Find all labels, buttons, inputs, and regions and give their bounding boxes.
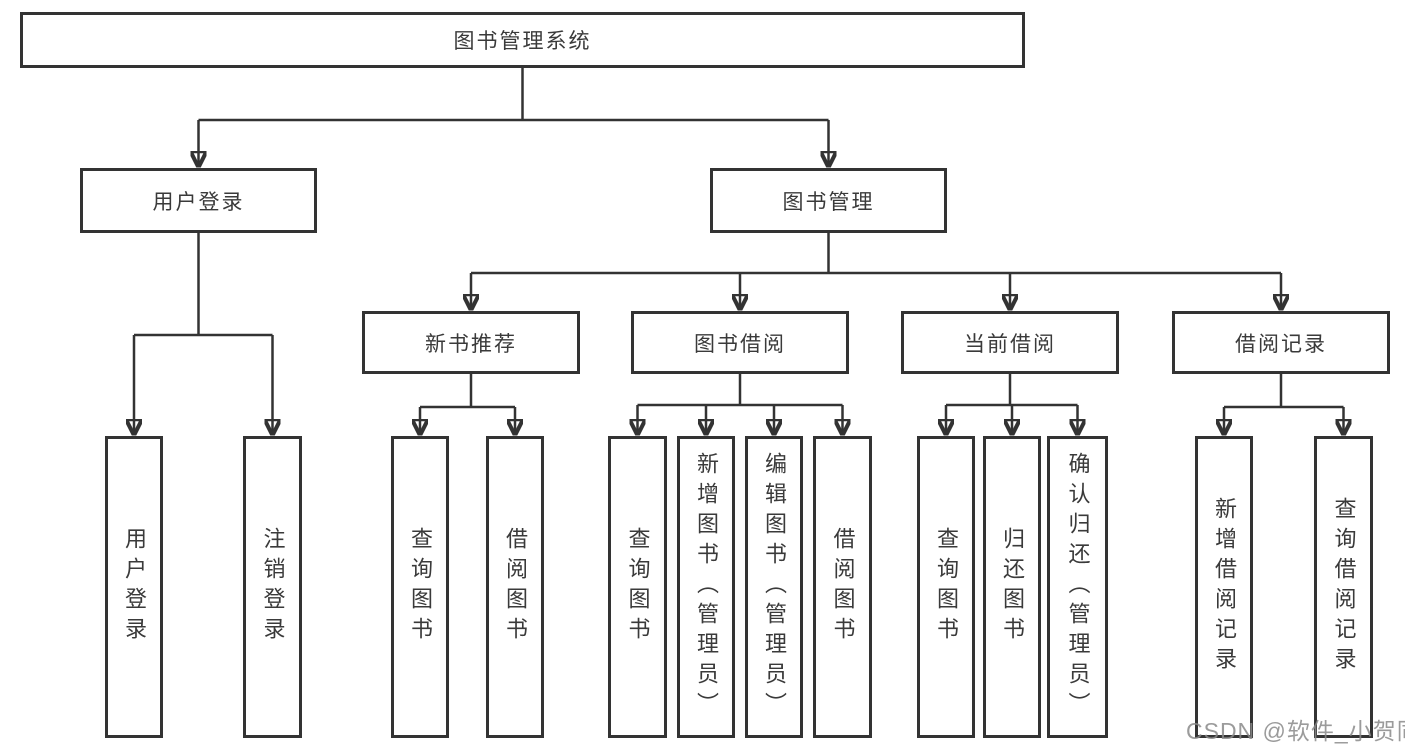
leaf-query-books-recommend: 查询图书 <box>391 436 449 738</box>
root-node-label: 图书管理系统 <box>453 30 592 53</box>
leaf-confirm-return-admin-label: 确认归还（管理员） <box>1065 452 1091 722</box>
leaf-borrow-books-label: 借阅图书 <box>830 527 856 647</box>
leaf-query-books-recommend-label: 查询图书 <box>408 527 433 647</box>
leaf-user-login-label: 用户登录 <box>122 527 147 647</box>
leaf-add-borrow-record-label: 新增借阅记录 <box>1212 497 1237 677</box>
leaf-query-borrow-record: 查询借阅记录 <box>1314 436 1373 738</box>
leaf-edit-books-admin-label: 编辑图书（管理员） <box>762 452 787 722</box>
node-book-borrow: 图书借阅 <box>631 311 849 374</box>
node-borrow-records: 借阅记录 <box>1172 311 1390 374</box>
leaf-return-books-label: 归还图书 <box>1000 527 1025 647</box>
leaf-add-books-admin: 新增图书（管理员） <box>677 436 735 738</box>
leaf-borrow-books-recommend: 借阅图书 <box>486 436 544 738</box>
node-current-borrow-label: 当前借阅 <box>964 332 1056 356</box>
leaf-confirm-return-admin: 确认归还（管理员） <box>1047 436 1108 738</box>
leaf-add-borrow-record: 新增借阅记录 <box>1195 436 1253 738</box>
leaf-query-books-borrow: 查询图书 <box>608 436 667 738</box>
root-node-library-system: 图书管理系统 <box>20 12 1025 68</box>
node-user-login: 用户登录 <box>80 168 317 233</box>
node-borrow-records-label: 借阅记录 <box>1235 332 1327 356</box>
leaf-query-books-current-label: 查询图书 <box>934 527 959 647</box>
node-new-book-recommend-label: 新书推荐 <box>425 332 517 356</box>
node-book-management: 图书管理 <box>710 168 947 233</box>
node-current-borrow: 当前借阅 <box>901 311 1119 374</box>
leaf-return-books: 归还图书 <box>983 436 1041 738</box>
leaf-borrow-books-recommend-label: 借阅图书 <box>503 527 528 647</box>
node-book-management-label: 图书管理 <box>782 190 875 214</box>
leaf-edit-books-admin: 编辑图书（管理员） <box>745 436 803 738</box>
node-book-borrow-label: 图书借阅 <box>694 332 786 356</box>
node-user-login-label: 用户登录 <box>152 190 245 214</box>
leaf-query-borrow-record-label: 查询借阅记录 <box>1331 497 1357 677</box>
leaf-user-login: 用户登录 <box>105 436 163 738</box>
leaf-logout-login: 注销登录 <box>243 436 302 738</box>
leaf-borrow-books: 借阅图书 <box>813 436 872 738</box>
leaf-logout-login-label: 注销登录 <box>260 527 286 647</box>
node-new-book-recommend: 新书推荐 <box>362 311 580 374</box>
leaf-query-books-current: 查询图书 <box>917 436 975 738</box>
csdn-watermark: CSDN @软件_小贺同学 <box>1186 718 1405 744</box>
leaf-query-books-borrow-label: 查询图书 <box>625 527 651 647</box>
leaf-add-books-admin-label: 新增图书（管理员） <box>694 452 719 722</box>
